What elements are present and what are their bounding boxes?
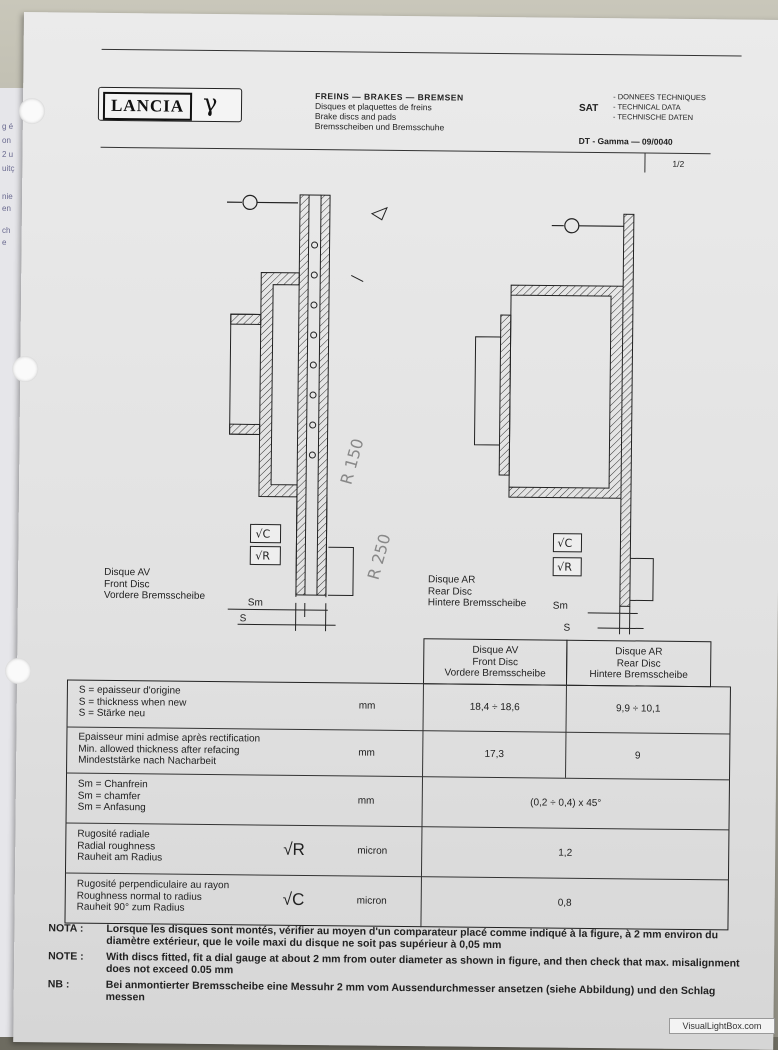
row-4-label-de: Rauheit am Radius (77, 851, 163, 864)
row-2-label-de: Mindeststärke nach Nacharbeit (78, 754, 217, 768)
sat-items: - DONNEES TECHNIQUES - TECHNICAL DATA - … (613, 92, 706, 123)
header-title-block: FREINS — BRAKES — BREMSEN Disques et pla… (315, 91, 545, 133)
front-sm-label: Sm (248, 597, 263, 608)
row-3-label: Sm = Chanfrein Sm = chamfer Sm = Anfasun… (78, 779, 148, 814)
dial-gauge-icon (242, 194, 258, 210)
front-symbol-r: √R (255, 549, 270, 562)
row-5-label-fr: Rugosité perpendiculaire au rayon (76, 878, 230, 892)
rear-label-en: Rear Disc (427, 585, 472, 598)
rear-disc-section (473, 213, 654, 635)
header-top-rule (101, 48, 742, 57)
note-de-tag: NB : (47, 978, 70, 991)
row-2-unit: mm (358, 747, 375, 759)
note-en-text: With discs fitted, fit a dial gauge at a… (105, 950, 740, 977)
row-3-label-en: Sm = chamfer (77, 790, 141, 802)
col-front-de: Vordere Bremsscheibe (444, 667, 546, 680)
logo-gamma-mark: γ (202, 88, 218, 118)
row-1-label: S = epaisseur d'origine S = thickness wh… (79, 685, 187, 721)
note-fr-tag: NOTA : (48, 922, 84, 935)
doc-ref-text: DT - Gamma — 09/0040 (578, 135, 673, 147)
sat-item-3: - TECHNISCHE DATEN (612, 112, 694, 123)
row-4-symbol: √R (283, 839, 305, 859)
row-5-label: Rugosité perpendiculaire au rayon Roughn… (77, 879, 230, 915)
punch-hole-top (18, 97, 46, 125)
header-subtitle-de: Bremsscheiben und Bremsschuhe (314, 121, 445, 133)
front-disc-label: Disque AV Front Disc Vordere Bremsscheib… (104, 567, 206, 603)
rear-symbol-c: √C (557, 537, 572, 550)
rear-label-de: Hintere Bremsscheibe (427, 597, 527, 610)
handwritten-r150: R 150 (337, 436, 368, 486)
handwritten-r250: R 250 (364, 532, 395, 582)
brake-disc-drawing: R 150 R 250 √C √R √C √R Sm S Sm S (227, 194, 654, 635)
row-2-front: 17,3 (484, 748, 505, 761)
header-bottom-rule (100, 146, 711, 155)
row-4-label-fr: Rugosité radiale (77, 828, 150, 841)
watermark-badge: VisualLightBox.com (669, 1018, 775, 1034)
front-label-de: Vordere Bremsscheibe (103, 589, 206, 602)
row-3-label-fr: Sm = Chanfrein (77, 778, 148, 791)
front-s-label: S (240, 613, 247, 624)
sat-item-1: - DONNEES TECHNIQUES (613, 92, 706, 103)
col-front-heading: Disque AV Front Disc Vordere Bremsscheib… (423, 644, 567, 680)
rear-s-label: S (564, 623, 571, 634)
sat-item-2: - TECHNICAL DATA (612, 102, 681, 112)
lancia-logo: LANCIA γ (97, 86, 243, 123)
row-1-front: 18,4 ÷ 18,6 (469, 701, 520, 714)
specs-table: Disque AV Front Disc Vordere Bremsscheib… (64, 634, 731, 931)
row-4-label: Rugosité radiale Radial roughness Rauhei… (77, 829, 162, 864)
front-label-fr: Disque AV (104, 566, 151, 579)
page-number-text: 1/2 (672, 158, 685, 169)
note-en-tag: NOTE : (48, 950, 84, 963)
document-sheet: LANCIA γ FREINS — BRAKES — BREMSEN Disqu… (4, 12, 778, 1050)
row-5-label-de: Rauheit 90° zum Radius (76, 901, 185, 914)
punch-hole-bottom (4, 657, 32, 685)
front-disc-section (227, 194, 388, 632)
sat-label: SAT (578, 102, 599, 115)
row-1-label-de: S = Stärke neu (78, 707, 146, 720)
doc-reference: DT - Gamma — 09/0040 (579, 136, 673, 147)
rear-sm-label: Sm (553, 601, 568, 612)
note-en: NOTE : With discs fitted, fit a dial gau… (48, 950, 748, 981)
row-1-unit: mm (358, 700, 376, 712)
row-1-label-fr: S = epaisseur d'origine (78, 684, 181, 697)
page-number: 1/2 (672, 159, 684, 169)
row-5-symbol: √C (282, 889, 305, 909)
rear-roughness-symbols: √C √R (552, 533, 583, 577)
rear-symbol-r: √R (557, 561, 572, 574)
row-1-rear: 9,9 ÷ 10,1 (615, 703, 661, 715)
logo-wordmark: LANCIA (102, 91, 193, 121)
notes-section: NOTA : Lorsque les disques sont montés, … (48, 922, 749, 1013)
note-de-text: Bei anmontierter Bremsscheibe eine Messu… (105, 978, 716, 1004)
rear-disc-label: Disque AR Rear Disc Hintere Bremsscheibe (428, 574, 527, 610)
col-rear-de: Hintere Bremsscheibe (589, 668, 688, 681)
row-2-rear: 9 (634, 750, 641, 762)
row-5-unit: micron (356, 895, 387, 907)
note-de: NB : Bei anmontierter Bremsscheibe eine … (48, 978, 748, 1009)
sat-text: SAT (578, 102, 599, 115)
col-rear-heading: Disque AR Rear Disc Hintere Bremsscheibe (566, 646, 711, 682)
row-3-label-de: Sm = Anfasung (77, 801, 146, 814)
row-4-label-en: Radial roughness (77, 840, 156, 852)
rear-label-fr: Disque AR (428, 574, 476, 586)
page-separator (644, 152, 646, 173)
rear-dial-gauge-icon (564, 218, 580, 234)
punch-hole-middle (12, 355, 39, 383)
row-3-unit: mm (357, 795, 375, 807)
front-roughness-symbols: √C √R (249, 523, 282, 566)
row-2-label: Epaisseur mini admise après rectificatio… (78, 732, 260, 768)
front-symbol-c: √C (255, 527, 270, 540)
row-4-unit: micron (357, 845, 388, 857)
